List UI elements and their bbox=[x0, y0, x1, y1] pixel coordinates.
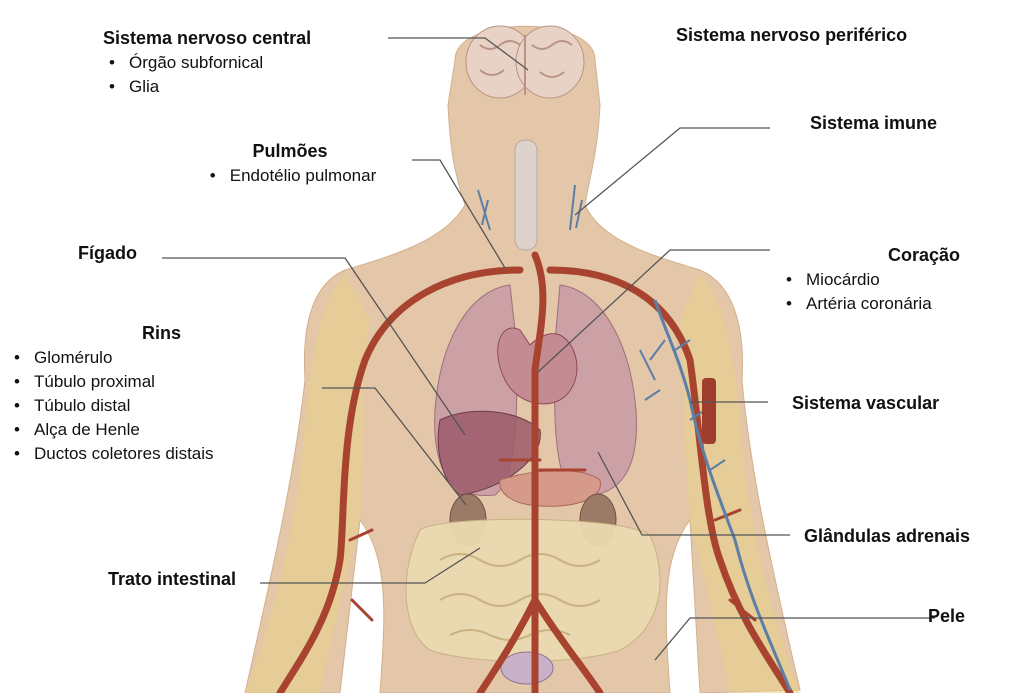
label-pele: Pele bbox=[928, 605, 965, 627]
list-item: Órgão subfornical bbox=[103, 51, 311, 75]
list-item: Miocárdio bbox=[780, 268, 960, 292]
list-item: Túbulo distal bbox=[8, 394, 328, 418]
list-item: Glia bbox=[103, 75, 311, 99]
label-title: Trato intestinal bbox=[108, 568, 236, 590]
arm-muscle bbox=[702, 378, 716, 444]
brain-right-hemisphere bbox=[516, 26, 584, 98]
label-list: Miocárdio Artéria coronária bbox=[780, 268, 960, 316]
label-title: Sistema nervoso central bbox=[103, 27, 311, 49]
label-sistema-nervoso-periferico: Sistema nervoso periférico bbox=[676, 24, 907, 46]
label-figado: Fígado bbox=[78, 242, 137, 264]
list-item: Alça de Henle bbox=[8, 418, 328, 442]
label-title: Fígado bbox=[78, 242, 137, 264]
label-title: Glândulas adrenais bbox=[804, 525, 970, 547]
list-item: Glomérulo bbox=[8, 346, 328, 370]
leader-imune bbox=[575, 128, 770, 215]
list-item: Endotélio pulmonar bbox=[204, 164, 376, 188]
list-item: Artéria coronária bbox=[780, 292, 960, 316]
label-title: Coração bbox=[780, 244, 960, 266]
list-item: Ductos coletores distais bbox=[8, 442, 328, 466]
label-trato-intestinal: Trato intestinal bbox=[108, 568, 236, 590]
bladder bbox=[501, 652, 553, 684]
label-title: Sistema imune bbox=[810, 112, 937, 134]
label-rins: Rins Glomérulo Túbulo proximal Túbulo di… bbox=[8, 322, 328, 466]
label-pulmoes: Pulmões Endotélio pulmonar bbox=[170, 140, 410, 188]
label-list: Glomérulo Túbulo proximal Túbulo distal … bbox=[8, 346, 328, 466]
label-title: Pulmões bbox=[170, 140, 410, 162]
list-item: Túbulo proximal bbox=[8, 370, 328, 394]
label-coracao: Coração Miocárdio Artéria coronária bbox=[780, 244, 960, 316]
label-title: Rins bbox=[8, 322, 328, 344]
label-title: Sistema vascular bbox=[792, 392, 939, 414]
trachea bbox=[515, 140, 537, 250]
label-sistema-vascular: Sistema vascular bbox=[792, 392, 939, 414]
label-title: Sistema nervoso periférico bbox=[676, 24, 907, 46]
label-glandulas-adrenais: Glândulas adrenais bbox=[804, 525, 970, 547]
brain bbox=[466, 26, 584, 98]
label-list: Órgão subfornical Glia bbox=[103, 51, 311, 99]
label-sistema-nervoso-central: Sistema nervoso central Órgão subfornica… bbox=[103, 27, 311, 99]
label-title: Pele bbox=[928, 605, 965, 627]
label-sistema-imune: Sistema imune bbox=[810, 112, 937, 134]
label-list: Endotélio pulmonar bbox=[204, 164, 376, 188]
